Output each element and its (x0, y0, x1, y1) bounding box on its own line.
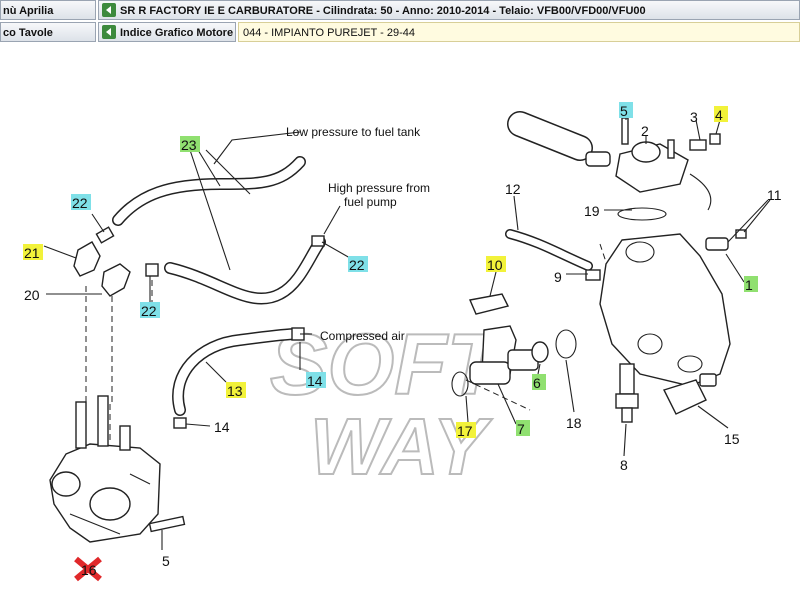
svg-text:13: 13 (227, 383, 243, 399)
back-arrow-icon (102, 3, 116, 17)
svg-text:23: 23 (181, 137, 197, 153)
leader-lines (43, 114, 771, 550)
callout-14-top[interactable]: 14 (306, 372, 326, 389)
callout-9[interactable]: 9 (554, 269, 562, 285)
compressed-air-annotation: Compressed air (320, 329, 405, 343)
svg-text:6: 6 (533, 375, 541, 391)
svg-text:9: 9 (554, 269, 562, 285)
callout-10[interactable]: 10 (486, 256, 506, 273)
high-pressure-annotation-line2: fuel pump (344, 195, 397, 209)
hoses (112, 111, 593, 416)
callout-11[interactable]: 11 (767, 187, 782, 203)
callout-5-bottom[interactable]: 5 (162, 553, 170, 569)
svg-text:12: 12 (505, 181, 521, 197)
callout-15[interactable]: 15 (724, 431, 740, 447)
callout-20[interactable]: 20 (24, 287, 40, 303)
svg-text:22: 22 (349, 257, 365, 273)
low-pressure-annotation: Low pressure to fuel tank (286, 125, 421, 139)
top-bar: nù Aprilia SR R FACTORY IE E CARBURATORE… (0, 0, 800, 44)
watermark-line2: WAY (310, 402, 493, 491)
tables-tab[interactable]: co Tavole (0, 22, 96, 42)
exploded-parts-diagram: SOFT WAY (23, 102, 782, 582)
callouts: 1 2 3 4 5 5 6 7 8 9 10 11 12 13 14 14 15… (23, 102, 782, 582)
watermark-line1: SOFT (270, 317, 506, 413)
callout-19[interactable]: 19 (584, 203, 600, 219)
section-title-bar: 044 - IMPIANTO PUREJET - 29-44 (238, 22, 800, 42)
svg-text:19: 19 (584, 203, 600, 219)
callout-16[interactable]: 16 (74, 556, 102, 582)
injector-body (451, 293, 577, 397)
callout-4[interactable]: 4 (714, 106, 728, 123)
svg-text:4: 4 (715, 107, 723, 123)
svg-text:10: 10 (487, 257, 503, 273)
model-info-tab[interactable]: SR R FACTORY IE E CARBURATORE - Cilindra… (98, 0, 800, 20)
svg-text:21: 21 (24, 245, 40, 261)
fittings (73, 241, 131, 297)
spark-plug (615, 363, 639, 423)
svg-text:22: 22 (72, 195, 88, 211)
temperature-sensor (663, 373, 717, 415)
callout-21[interactable]: 21 (23, 244, 43, 261)
menu-tab[interactable]: nù Aprilia (0, 0, 96, 20)
svg-text:17: 17 (457, 423, 473, 439)
svg-text:3: 3 (690, 109, 698, 125)
svg-text:22: 22 (141, 303, 157, 319)
svg-text:5: 5 (620, 103, 628, 119)
svg-text:18: 18 (566, 415, 582, 431)
svg-text:15: 15 (724, 431, 740, 447)
engine-index-label: Indice Grafico Motore (120, 27, 234, 39)
callout-6[interactable]: 6 (532, 374, 546, 391)
svg-text:14: 14 (307, 373, 323, 389)
callout-14-bottom[interactable]: 14 (214, 419, 230, 435)
callout-8[interactable]: 8 (620, 457, 628, 473)
watermark: SOFT WAY (269, 316, 507, 492)
low-pressure-hose (112, 156, 306, 226)
svg-text:2: 2 (641, 123, 649, 139)
callout-3[interactable]: 3 (690, 109, 698, 125)
callout-17[interactable]: 17 (456, 422, 476, 439)
menu-tab-label: nù Aprilia (3, 5, 54, 17)
svg-text:1: 1 (745, 277, 753, 293)
svg-text:11: 11 (767, 187, 782, 203)
callout-23[interactable]: 23 (180, 136, 200, 153)
model-info-label: SR R FACTORY IE E CARBURATORE - Cilindra… (120, 5, 646, 17)
callout-12[interactable]: 12 (505, 181, 521, 197)
callout-5-top[interactable]: 5 (619, 102, 633, 119)
back-arrow-icon (102, 25, 116, 39)
engine-index-button[interactable]: Indice Grafico Motore (98, 22, 236, 42)
callout-13[interactable]: 13 (226, 382, 246, 399)
section-title: 044 - IMPIANTO PUREJET - 29-44 (243, 27, 415, 39)
tables-tab-label: co Tavole (3, 27, 53, 39)
callout-2[interactable]: 2 (641, 123, 649, 139)
callout-22-right[interactable]: 22 (348, 256, 368, 273)
purejet-pump-body (49, 395, 186, 543)
callout-22-middle[interactable]: 22 (140, 302, 160, 319)
svg-text:16: 16 (81, 562, 97, 578)
callout-18[interactable]: 18 (566, 415, 582, 431)
high-pressure-annotation-line1: High pressure from (328, 181, 430, 195)
cylinder-head (585, 117, 747, 387)
callout-22-left[interactable]: 22 (71, 194, 91, 211)
svg-text:8: 8 (620, 457, 628, 473)
svg-text:20: 20 (24, 287, 40, 303)
small-fitting (585, 269, 601, 281)
callout-1[interactable]: 1 (744, 276, 758, 293)
svg-text:7: 7 (517, 421, 525, 437)
svg-text:5: 5 (162, 553, 170, 569)
callout-7[interactable]: 7 (516, 420, 530, 437)
svg-text:14: 14 (214, 419, 230, 435)
